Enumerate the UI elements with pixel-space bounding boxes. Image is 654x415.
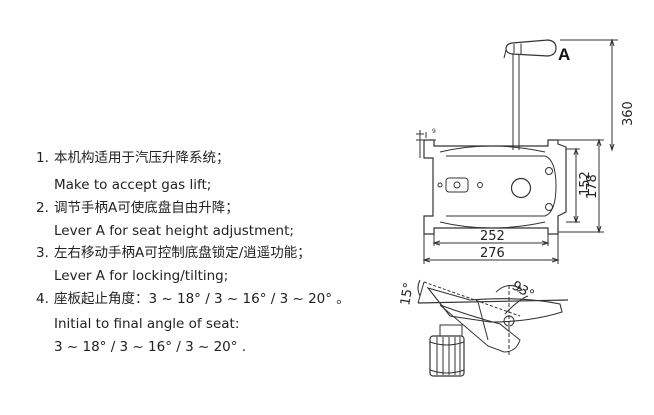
small-dimension-label: 9 <box>432 128 436 135</box>
dimension-252-label: 252 <box>480 229 505 244</box>
dimension-360-label: 360 <box>621 101 636 126</box>
dimension-276 <box>422 234 560 264</box>
dimension-360 <box>560 38 618 152</box>
angle-15-label: 15° <box>398 281 417 306</box>
note-3-chinese: 左右移动手柄A可控制底盘锁定/逍遥功能； <box>54 245 311 261</box>
note-1-number: 1. <box>36 150 49 166</box>
lever-a-label: A <box>558 45 570 64</box>
note-4-english-text: Initial to final angle of seat: <box>54 316 240 332</box>
seat-plate-top <box>416 130 567 235</box>
note-4-angles-text: 3 ~ 18° / 3 ~ 16° / 3 ~ 20° . <box>54 339 247 355</box>
dimension-252 <box>432 234 550 246</box>
note-3-english-text: Lever A for locking/tilting; <box>54 268 229 284</box>
note-4-chinese: 座板起止角度：3 ~ 18° / 3 ~ 16° / 3 ~ 20° 。 <box>54 291 350 307</box>
lever-a <box>503 39 557 150</box>
note-3-number: 3. <box>36 245 49 261</box>
mechanism-side-view <box>417 279 569 377</box>
note-2-number: 2. <box>36 200 49 216</box>
dimension-178-label: 178 <box>585 174 600 199</box>
note-4-number: 4. <box>36 291 49 307</box>
dimension-276-label: 276 <box>480 246 505 261</box>
note-1-chinese: 本机构适用于汽压升降系统； <box>54 150 230 166</box>
dimension-152 <box>566 147 580 224</box>
note-2-chinese: 调节手柄A可使底盘自由升降； <box>54 200 239 216</box>
dimension-152-label: 152 <box>578 171 593 196</box>
dimension-178 <box>558 138 604 234</box>
note-2-english-text: Lever A for seat height adjustment; <box>54 223 294 239</box>
note-1-english-text: Make to accept gas lift; <box>54 177 212 193</box>
